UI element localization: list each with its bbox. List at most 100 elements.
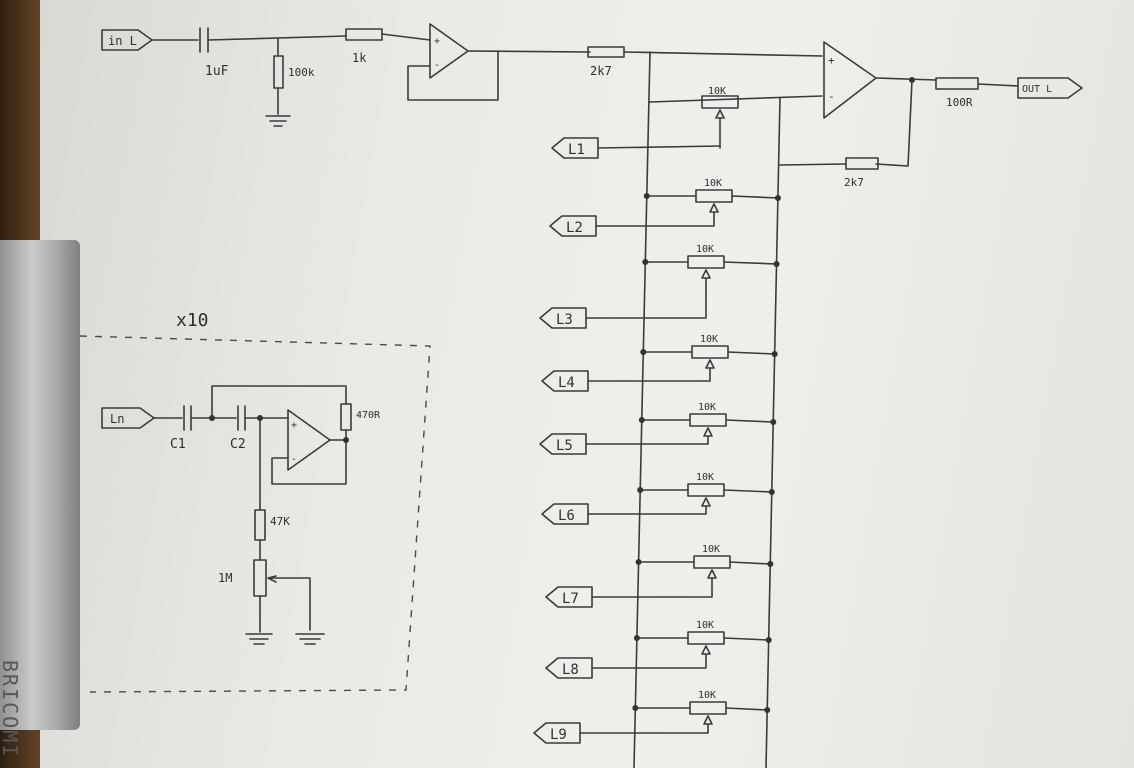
filter-block-label: x10	[176, 310, 209, 331]
junction-dot	[767, 561, 774, 567]
junction-dot	[765, 637, 772, 643]
resistor-47k: 47K	[254, 509, 290, 541]
band-wire	[587, 367, 711, 382]
band-wiper-arrow	[703, 715, 713, 725]
band-connector-label: L6	[558, 508, 575, 524]
band-pot-label: 10K	[698, 690, 716, 701]
resistor-470r: 470R	[340, 403, 381, 443]
band-connector-label: L5	[556, 438, 573, 454]
band-pot	[689, 701, 727, 715]
wire	[649, 95, 823, 103]
wire	[623, 51, 823, 57]
band-rail-wire	[637, 561, 772, 565]
capacitor-c2-label: C2	[230, 437, 246, 452]
wire	[381, 33, 431, 41]
svg-text:-: -	[291, 454, 297, 465]
band-wiper-arrow	[701, 269, 711, 279]
junction-dot	[770, 419, 777, 425]
input-capacitor-label: 1uF	[205, 64, 229, 79]
band-wire	[579, 723, 709, 734]
output-connector: OUT L	[1017, 77, 1083, 99]
band-wiper-arrow	[709, 203, 719, 213]
band-connector-label: L7	[562, 591, 579, 607]
band-wire	[591, 653, 707, 669]
band-rail-wire	[644, 261, 778, 265]
capacitor-c1: C1	[170, 405, 192, 452]
band-wire	[585, 435, 709, 445]
resistor-1k: 1k	[345, 28, 383, 65]
svg-text:+: +	[828, 54, 835, 67]
resistor-1k-label: 1k	[352, 51, 367, 65]
junction-dot	[768, 489, 775, 495]
band-wire	[595, 211, 715, 227]
filter-input-connector: Ln	[101, 407, 155, 429]
band-connector-label: L9	[550, 727, 567, 743]
band-connector-label: L8	[562, 662, 579, 678]
junction-dot	[635, 559, 642, 565]
band-connector-label: L1	[568, 142, 585, 158]
band-connector-label: L3	[556, 312, 573, 328]
junction-dot	[764, 707, 771, 713]
band-rail-wire	[642, 351, 776, 355]
svg-text:-: -	[828, 90, 835, 103]
band-pot-label: 10K	[704, 178, 722, 189]
bus-rail-left	[633, 51, 651, 768]
resistor-2k7-feedback-label: 2k7	[844, 176, 864, 189]
band-pot	[687, 483, 725, 497]
band-wiper-arrow	[705, 359, 715, 369]
band-wiper-arrow	[707, 569, 717, 579]
band-pot-label: 10K	[696, 472, 714, 483]
resistor-2k7-series: 2k7	[587, 46, 625, 78]
junction-dot	[774, 195, 781, 201]
ground-icon	[295, 633, 325, 645]
junction-dot	[643, 193, 650, 199]
capacitor-c1-label: C1	[170, 437, 186, 452]
summing-opamp: + -	[823, 41, 877, 119]
pot-1m-label: 1M	[218, 571, 232, 585]
band-rail-wire	[634, 707, 769, 711]
wire	[875, 77, 937, 81]
band-pot	[693, 555, 731, 569]
resistor-100k-label: 100k	[288, 66, 315, 79]
bus-rail-right	[765, 97, 781, 768]
paper-sheet	[40, 0, 1134, 768]
input-connector-label: in L	[108, 34, 137, 48]
band-pot-label: 10K	[698, 402, 716, 413]
junction-dot	[773, 261, 780, 267]
band-pot	[691, 345, 729, 359]
band-wire	[597, 145, 721, 149]
pot-1m: 1M	[218, 559, 311, 631]
resistor-100k: 100k	[265, 37, 315, 127]
resistor-100r-label: 100R	[946, 96, 973, 109]
filter-input-label: Ln	[110, 412, 124, 426]
band-pot	[689, 413, 727, 427]
band-wiper-arrow	[703, 427, 713, 437]
resistor-2k7-feedback: 2k7	[844, 157, 879, 189]
junction-dot	[632, 705, 639, 711]
band-pot-label: 10K	[696, 620, 714, 631]
pot-top-label: 10K	[708, 86, 726, 97]
band-pot-label: 10K	[702, 544, 720, 555]
resistor-470r-label: 470R	[356, 410, 381, 421]
junction-dot	[633, 635, 640, 641]
wire	[779, 163, 847, 166]
input-connector: in L	[101, 29, 153, 51]
band-connector-label: L2	[566, 220, 583, 236]
band-pot	[687, 255, 725, 269]
filter-opamp: + -	[271, 409, 347, 485]
binder-clip: BRICOMI	[0, 240, 80, 758]
band-wiper-arrow	[701, 497, 711, 507]
pot-top: 10K	[701, 86, 739, 149]
output-connector-label: OUT L	[1022, 84, 1052, 95]
resistor-100r: 100R	[935, 77, 979, 109]
input-capacitor: 1uF	[199, 27, 229, 79]
buffer-opamp: + -	[407, 23, 499, 101]
band-wire	[587, 505, 707, 515]
band-pot	[695, 189, 733, 203]
svg-text:-: -	[434, 60, 440, 71]
band-pot-label: 10K	[700, 334, 718, 345]
junction-dot	[642, 259, 649, 265]
resistor-2k7-label: 2k7	[590, 64, 612, 78]
wire	[211, 385, 347, 419]
